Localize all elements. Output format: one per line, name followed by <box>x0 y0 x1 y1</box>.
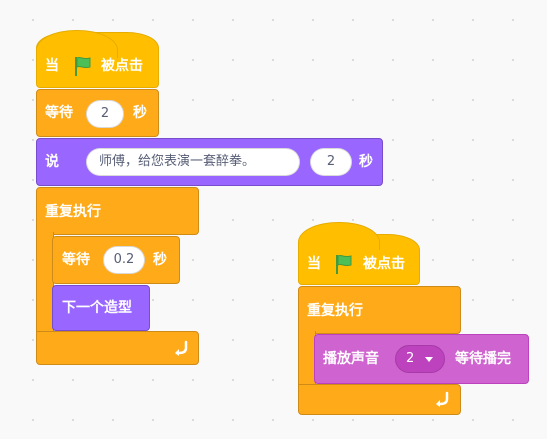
when-flag-clicked-hat-top <box>36 30 118 58</box>
wait-seconds-input[interactable]: 2 <box>86 100 124 128</box>
hat-prefix-label-2: 当 <box>307 256 321 272</box>
green-flag-icon <box>75 56 91 76</box>
green-flag-icon-2 <box>336 254 352 274</box>
hat-suffix-label-2: 被点击 <box>363 256 405 272</box>
say-label: 说 <box>45 154 59 170</box>
inner-wait-unit-label: 秒 <box>153 252 167 268</box>
say-message-input[interactable]: 师傅，给您表演一套醉拳。 <box>86 148 300 176</box>
loop-arrow-icon <box>175 340 188 356</box>
loop-arrow-icon-2 <box>436 391 449 407</box>
forever-block-bottom-2[interactable] <box>298 384 461 415</box>
chevron-down-icon <box>425 357 433 362</box>
forever-label: 重复执行 <box>45 204 101 220</box>
when-flag-clicked-hat-top-2 <box>298 222 380 250</box>
wait-unit-label: 秒 <box>133 105 147 121</box>
inner-wait-seconds-input[interactable]: 0.2 <box>103 246 145 274</box>
play-sound-suffix-label: 等待播完 <box>455 351 511 367</box>
wait-label: 等待 <box>45 105 73 121</box>
forever-block-top-2[interactable] <box>298 286 461 334</box>
sound-dropdown[interactable]: 2 <box>395 345 445 373</box>
hat-suffix-label: 被点击 <box>101 58 143 74</box>
play-sound-label: 播放声音 <box>323 351 379 367</box>
say-unit-label: 秒 <box>359 154 373 170</box>
forever-label-2: 重复执行 <box>307 303 363 319</box>
forever-block-bottom[interactable] <box>36 331 199 365</box>
next-costume-block[interactable] <box>52 285 150 331</box>
inner-wait-label: 等待 <box>62 252 90 268</box>
say-seconds-input[interactable]: 2 <box>310 148 352 176</box>
sound-dropdown-value: 2 <box>406 351 415 366</box>
forever-block-top[interactable] <box>36 187 199 235</box>
next-costume-label: 下一个造型 <box>62 300 132 316</box>
hat-prefix-label: 当 <box>45 58 59 74</box>
